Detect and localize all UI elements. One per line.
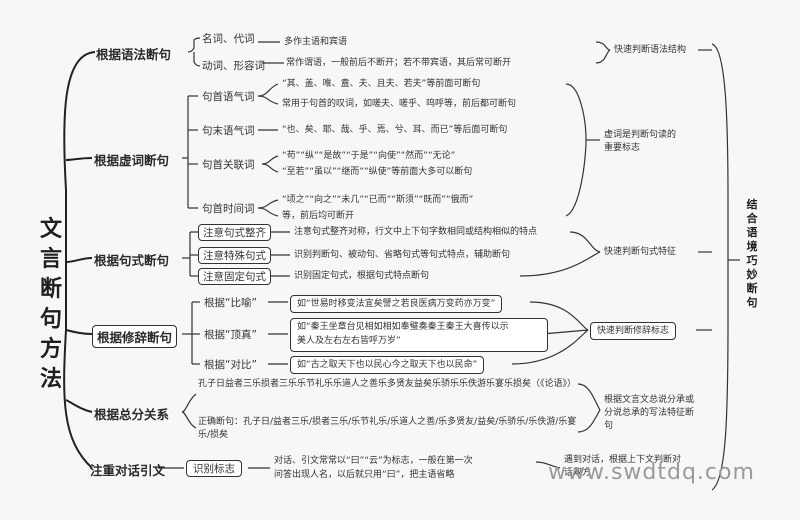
sub-metaphor: 根据“比喻”	[204, 297, 257, 309]
sub-identify-markers: 识别标志	[186, 460, 242, 477]
branch-function-words: 根据虚词断句	[94, 153, 170, 168]
summary-rhetoric: 快速判断修辞标志	[590, 322, 677, 340]
branch-grammar: 根据语法断句	[96, 47, 172, 62]
sub-parallel-structure: 注意句式整齐	[198, 224, 271, 241]
leaf-initial-particle-1: “其、盖、唯、盍、夫、且夫、若夫”等前面可断句	[282, 79, 481, 89]
sub-initial-particle: 句首语气词	[202, 91, 255, 103]
sub-contrast: 根据“对比”	[204, 359, 257, 371]
leaf-time-word-1: “顷之”“向之”“未几”“已而”“斯须”“既而”“俄而”	[282, 195, 474, 205]
leaf-time-word-2: 等，前后均可断开	[282, 211, 355, 221]
leaf-special-pattern: 识别判断句、被动句、省略句式等句式特点，辅助断句	[294, 250, 511, 260]
leaf-anadiplosis-box: 如“秦王坐章台见相如相如奉璧奏秦王秦王大喜传以示 美人及左右左右皆呼万岁”	[290, 318, 548, 352]
sub-special-pattern: 注意特殊句式	[198, 247, 271, 264]
leaf-contrast: 如“古之取天下也以民心今之取天下也以民命”	[290, 356, 485, 374]
leaf-general-specific-example: 孔子日益者三乐损者三乐乐节礼乐乐道人之善乐多贤友益矣乐骄乐乐佚游乐宴乐损矣（《论…	[198, 379, 577, 389]
leaf-initial-particle-2: 常用于句首的叹词，如嗟夫、嗟乎、呜呼等，前后都可断句	[282, 99, 517, 109]
leaf-metaphor: 如“世易时移变法宜矣譬之若良医病万变药亦万变”	[290, 295, 503, 313]
leaf-general-specific-answer: 正确断句：孔子日/益者三乐/损者三乐/乐节礼乐/乐道人之善/乐多贤友/益矣/乐骄…	[198, 417, 577, 440]
root-title: 文言断句方法	[39, 217, 64, 392]
branch-general-specific: 根据总分关系	[94, 407, 170, 422]
sub-fixed-pattern: 注意固定句式	[198, 268, 271, 285]
summary-sentence-pattern: 快速判断句式特征	[604, 247, 677, 257]
watermark-text: www.swdtdq.com	[548, 460, 755, 485]
leaf-conjunction-1: “苟”“纵”“是故”“于是”“向使”“然而”“无论”	[282, 151, 456, 161]
summary-function-words: 虚词是判断句读的重要标志	[604, 130, 677, 153]
leaf-noun-pronoun: 多作主语和宾语	[284, 37, 348, 47]
leaf-anadiplosis-2: 美人及左右左右皆呼万岁”	[297, 336, 401, 346]
summary-dialogue: 遇到对话，根据上下文判断对话双方	[564, 455, 682, 478]
leaf-dialogue-1: 对话、引文常常以“曰”“云”为标志，一般在第一次	[274, 456, 473, 466]
leaf-anadiplosis-1: 如“秦王坐章台见相如相如奉璧奏秦王秦王大喜传以示	[297, 322, 509, 332]
conclusion-context: 结合语境巧妙断句	[746, 198, 758, 309]
leaf-dialogue-2: 问答出现人名，以后就只用“曰”，把主语省略	[274, 470, 455, 480]
summary-general-specific: 根据文言文总说分承或分说总承的写法特征断句	[604, 395, 695, 431]
sub-noun-pronoun: 名词、代词	[202, 33, 255, 45]
sub-initial-time-word: 句首时间词	[202, 203, 255, 215]
branch-rhetoric: 根据修辞断句	[92, 325, 178, 348]
sub-final-particle: 句末语气词	[202, 125, 255, 137]
branch-dialogue: 注重对话引文	[90, 463, 166, 478]
leaf-fixed-pattern: 识别固定句式，根据句式特点断句	[294, 271, 430, 281]
leaf-final-particle: “也、矣、耶、哉、乎、焉、兮、耳、而已”等后面可断句	[282, 125, 508, 135]
leaf-conjunction-2: “至若”“虽以”“继而”“纵使”等前面大多可以断句	[282, 167, 473, 177]
leaf-verb-adjective: 常作谓语，一般前后不断开；若不带宾语，其后常可断开	[286, 58, 512, 68]
sub-anadiplosis: 根据“顶真”	[204, 329, 257, 341]
summary-grammar: 快速判断语法结构	[614, 45, 687, 55]
branch-sentence-pattern: 根据句式断句	[94, 253, 170, 268]
sub-initial-conjunction: 句首关联词	[202, 159, 255, 171]
sub-verb-adjective: 动词、形容词	[202, 60, 265, 72]
leaf-parallel-structure: 注意句式整齐对称，行文中上下句字数相同或结构相似的特点	[294, 227, 538, 237]
